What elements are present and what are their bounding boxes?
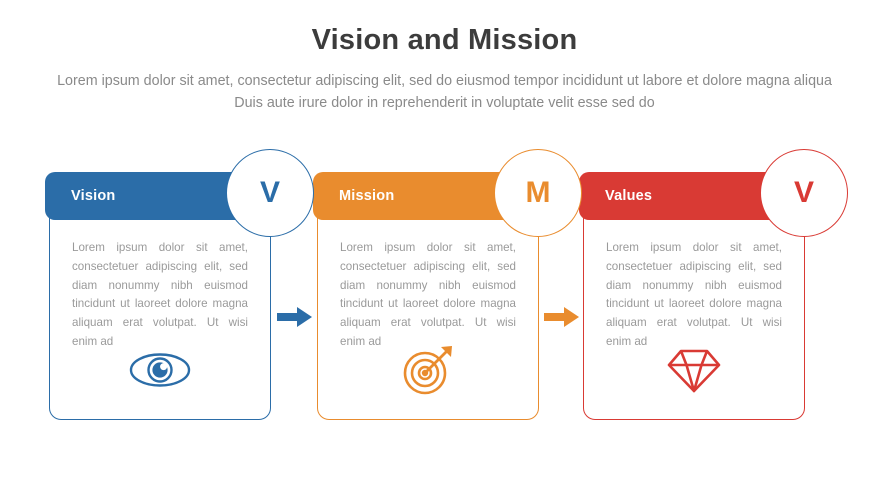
card-mission-body: Lorem ipsum dolor sit amet, consectetuer… (318, 239, 538, 352)
cards-row: Vision V Lorem ipsum dolor sit amet, con… (0, 149, 889, 431)
card-values-icon-wrap (584, 339, 804, 401)
arrow-right-icon (544, 307, 579, 327)
target-icon (403, 346, 452, 395)
card-mission-icon-wrap (318, 339, 538, 401)
card-mission[interactable]: Mission M Lorem ipsum dolor sit amet, co… (313, 149, 582, 420)
arrow-right-icon (277, 307, 312, 327)
card-vision-text: Lorem ipsum dolor sit amet, consectetuer… (72, 241, 248, 348)
card-values-badge: V (760, 149, 848, 237)
eye-icon (129, 353, 191, 387)
card-mission-badge: M (494, 149, 582, 237)
card-mission-text: Lorem ipsum dolor sit amet, consectetuer… (340, 241, 516, 348)
header-block: Vision and Mission Lorem ipsum dolor sit… (0, 22, 889, 115)
card-vision-badge-letter: V (259, 176, 280, 209)
arrow-2 (542, 304, 582, 330)
arrow-1 (275, 304, 315, 330)
card-values-body: Lorem ipsum dolor sit amet, consectetuer… (584, 239, 804, 352)
card-values-heading: Values (605, 188, 653, 204)
card-vision-heading: Vision (71, 188, 116, 204)
page-title: Vision and Mission (311, 24, 578, 56)
card-vision[interactable]: Vision V Lorem ipsum dolor sit amet, con… (45, 149, 314, 420)
card-vision-icon-wrap (50, 339, 270, 401)
card-values-badge-letter: V (793, 176, 814, 209)
card-mission-badge-letter: M (525, 176, 551, 209)
card-vision-badge: V (226, 149, 314, 237)
card-values[interactable]: Values V Lorem ipsum dolor sit amet, con… (579, 149, 848, 420)
diamond-icon (667, 349, 721, 393)
card-vision-body: Lorem ipsum dolor sit amet, consectetuer… (50, 239, 270, 352)
card-values-text: Lorem ipsum dolor sit amet, consectetuer… (606, 241, 782, 348)
card-mission-heading: Mission (339, 188, 395, 204)
page-subtitle: Lorem ipsum dolor sit amet, consectetur … (57, 73, 832, 112)
